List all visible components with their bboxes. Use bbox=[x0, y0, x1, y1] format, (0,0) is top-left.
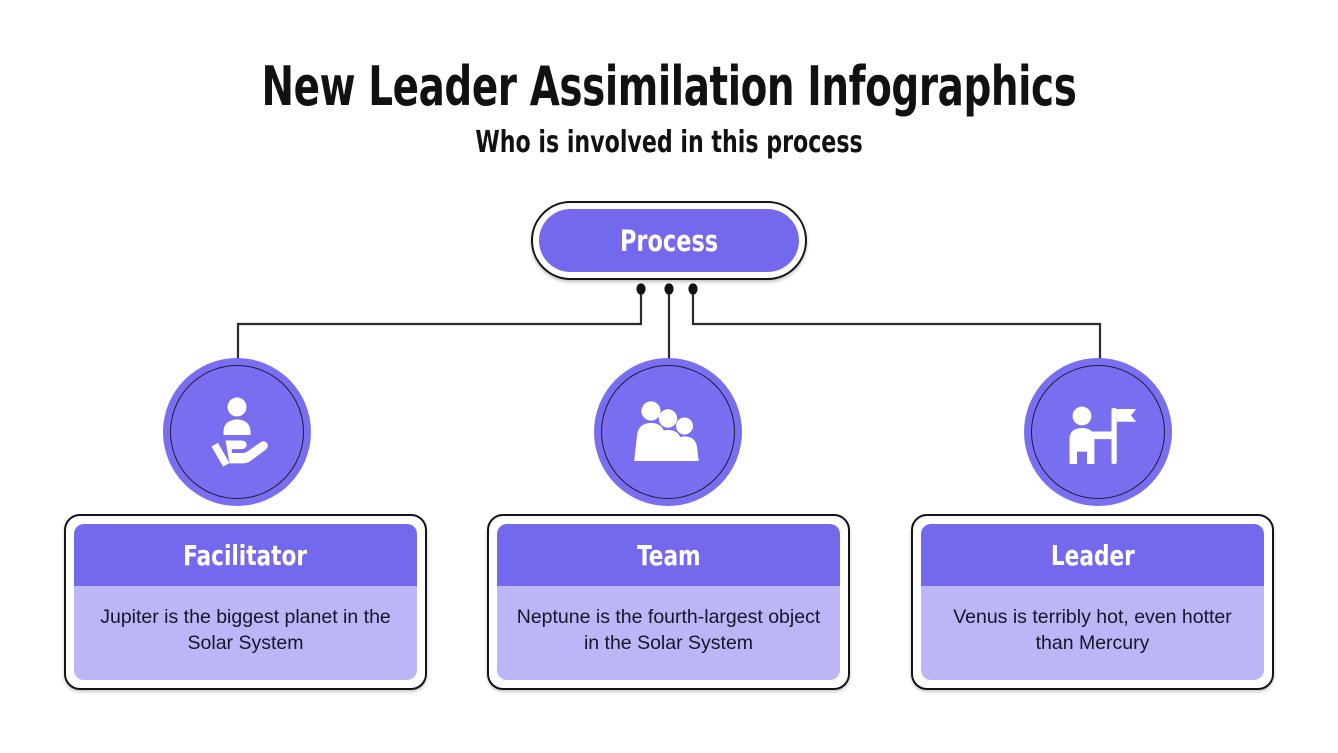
card-header: Team bbox=[497, 524, 840, 586]
card-description: Venus is terribly hot, even hotter than … bbox=[953, 606, 1232, 654]
title-block: New Leader Assimilation Infographics Who… bbox=[0, 55, 1338, 161]
process-node-label: Process bbox=[619, 223, 719, 258]
card-header: Facilitator bbox=[74, 524, 417, 586]
card-title: Leader bbox=[1050, 538, 1135, 572]
card-facilitator[interactable]: Facilitator Jupiter is the biggest plane… bbox=[64, 514, 427, 690]
page-title: New Leader Assimilation Infographics bbox=[261, 55, 1077, 118]
card-body: Venus is terribly hot, even hotter than … bbox=[921, 586, 1264, 680]
card-inner: Facilitator Jupiter is the biggest plane… bbox=[74, 524, 417, 680]
page-subtitle: Who is involved in this process bbox=[475, 125, 863, 161]
group-of-people-icon bbox=[634, 401, 699, 461]
person-with-flag-icon bbox=[1069, 406, 1137, 464]
icon-circle-leader[interactable] bbox=[1024, 358, 1172, 506]
card-description: Jupiter is the biggest planet in the Sol… bbox=[100, 606, 391, 654]
process-node[interactable]: Process bbox=[531, 201, 807, 280]
icon-circle-facilitator[interactable] bbox=[163, 358, 311, 506]
card-title: Facilitator bbox=[183, 538, 308, 572]
card-body: Jupiter is the biggest planet in the Sol… bbox=[74, 586, 417, 680]
card-description: Neptune is the fourth-largest object in … bbox=[516, 606, 821, 654]
icon-circle-team[interactable] bbox=[594, 358, 742, 506]
card-inner: Team Neptune is the fourth-largest objec… bbox=[497, 524, 840, 680]
card-header: Leader bbox=[921, 524, 1264, 586]
card-title: Team bbox=[636, 538, 701, 572]
card-body: Neptune is the fourth-largest object in … bbox=[497, 586, 840, 680]
process-node-fill: Process bbox=[539, 209, 799, 272]
card-inner: Leader Venus is terribly hot, even hotte… bbox=[921, 524, 1264, 680]
card-team[interactable]: Team Neptune is the fourth-largest objec… bbox=[487, 514, 850, 690]
hand-holding-person-icon bbox=[211, 397, 268, 467]
card-leader[interactable]: Leader Venus is terribly hot, even hotte… bbox=[911, 514, 1274, 690]
